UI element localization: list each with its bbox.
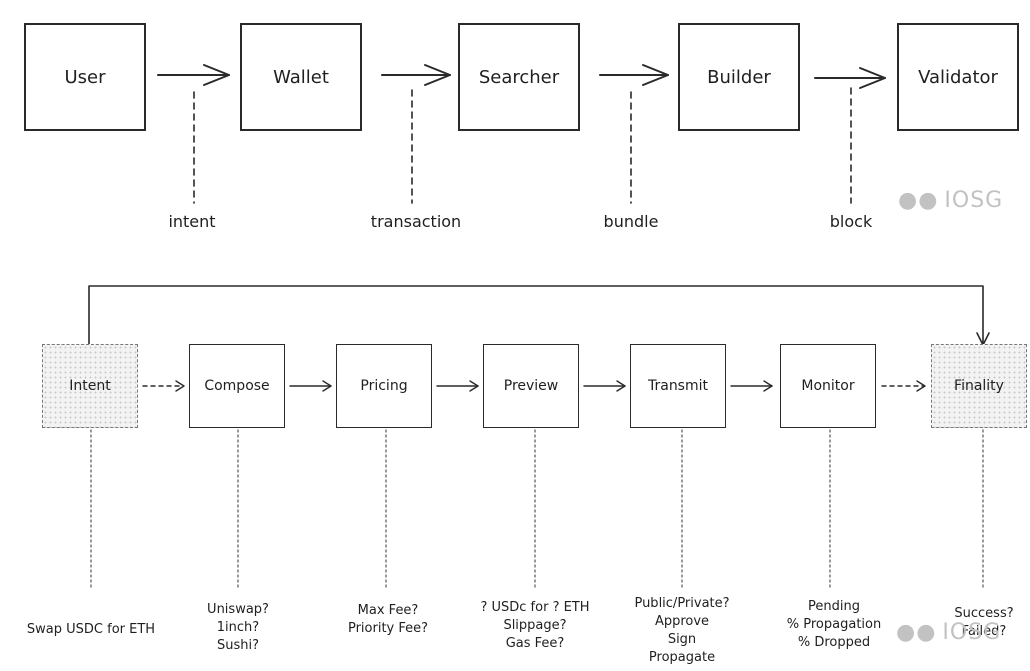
- note-line: Sign: [667, 632, 697, 647]
- pricing-notes: Max Fee? Priority Fee?: [348, 602, 428, 638]
- edge-label-transaction: transaction: [370, 212, 462, 231]
- arrow-preview-transmit: [583, 380, 626, 392]
- transmit-step-label: Transmit: [647, 378, 708, 394]
- note-line: Max Fee?: [357, 603, 419, 618]
- transmit-notes: Public/Private? Approve Sign Propagate: [634, 595, 729, 667]
- arrow-monitor-finality: [881, 380, 926, 392]
- compose-notes: Uniswap? 1inch? Sushi?: [207, 601, 269, 655]
- note-line: Approve: [654, 614, 710, 629]
- note-line: Propagate: [648, 650, 716, 665]
- note-line: Failed?: [961, 624, 1007, 639]
- user-label: User: [64, 66, 106, 88]
- preview-step-label: Preview: [503, 378, 559, 394]
- note-line: Priority Fee?: [347, 621, 429, 636]
- edge-label-block: block: [829, 212, 873, 231]
- note-line: % Propagation: [786, 617, 882, 632]
- wallet-label: Wallet: [273, 66, 329, 88]
- arrow-wallet-searcher: [381, 64, 451, 86]
- preview-step-box: Preview: [483, 344, 579, 428]
- user-box: User: [24, 23, 146, 131]
- intent-step-box: Intent: [42, 344, 138, 428]
- finality-step-box: Finality: [931, 344, 1027, 428]
- arrow-builder-validator: [814, 67, 886, 89]
- edge-label-bundle: bundle: [603, 212, 659, 231]
- compose-step-label: Compose: [204, 378, 270, 394]
- arrow-user-wallet: [157, 64, 230, 86]
- note-line: % Dropped: [797, 635, 871, 650]
- note-line: Success?: [954, 606, 1014, 621]
- validator-label: Validator: [918, 66, 998, 88]
- intent-step-label: Intent: [69, 378, 111, 394]
- preview-notes: ? USDc for ? ETH Slippage? Gas Fee?: [480, 599, 589, 653]
- transmit-step-box: Transmit: [630, 344, 726, 428]
- searcher-label: Searcher: [478, 66, 560, 88]
- builder-label: Builder: [707, 66, 771, 88]
- builder-box: Builder: [678, 23, 800, 131]
- monitor-notes: Pending % Propagation % Dropped: [787, 598, 881, 652]
- finality-step-label: Finality: [954, 378, 1004, 394]
- searcher-box: Searcher: [458, 23, 580, 131]
- intent-notes: Swap USDC for ETH: [27, 621, 155, 639]
- arrow-compose-pricing: [289, 380, 332, 392]
- arrow-searcher-builder: [599, 64, 669, 86]
- note-line: 1inch?: [216, 620, 260, 635]
- loop-arrow-intent-finality: [88, 285, 990, 346]
- monitor-step-label: Monitor: [801, 378, 855, 394]
- note-line: Gas Fee?: [505, 636, 565, 651]
- pricing-step-label: Pricing: [360, 378, 408, 394]
- finality-notes: Success? Failed?: [954, 605, 1013, 641]
- note-line: Uniswap?: [207, 602, 269, 617]
- note-line: ? USDc for ? ETH: [480, 600, 590, 615]
- note-line: Sushi?: [216, 638, 260, 653]
- pricing-step-box: Pricing: [336, 344, 432, 428]
- wallet-box: Wallet: [240, 23, 362, 131]
- arrow-transmit-monitor: [730, 380, 773, 392]
- validator-box: Validator: [897, 23, 1019, 131]
- arrow-pricing-preview: [436, 380, 479, 392]
- arrow-intent-compose: [142, 380, 185, 392]
- note-line: Pending: [808, 599, 860, 614]
- compose-step-box: Compose: [189, 344, 285, 428]
- edge-label-intent: intent: [168, 212, 216, 231]
- note-line: Public/Private?: [634, 596, 730, 611]
- note-line: Slippage?: [503, 618, 567, 633]
- monitor-step-box: Monitor: [780, 344, 876, 428]
- note-line: Swap USDC for ETH: [26, 622, 156, 637]
